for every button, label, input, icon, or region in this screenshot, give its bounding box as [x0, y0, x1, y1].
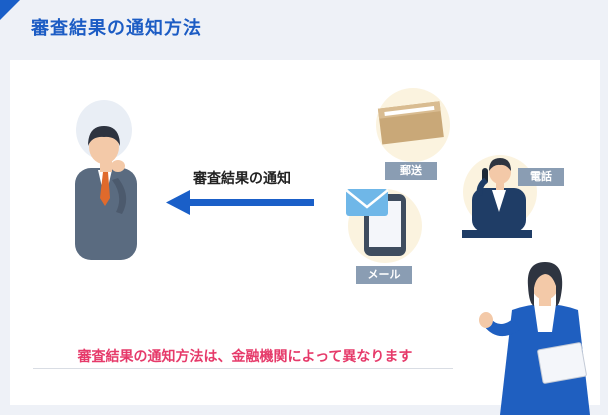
recipient-businessman-icon: [75, 100, 137, 260]
corner-accent: [0, 0, 20, 20]
channel-label-email: メール: [356, 266, 412, 284]
notice-text: 審査結果の通知方法は、金融機関によって異なります: [77, 349, 413, 365]
arrow-label: 審査結果の通知: [193, 171, 291, 187]
channel-label-phone: 電話: [518, 168, 564, 186]
envelope-icon: [376, 88, 450, 162]
smartphone-mail-icon: [345, 189, 422, 263]
notification-arrow-icon: [166, 190, 314, 215]
page-header: 審査結果の通知方法: [0, 0, 608, 60]
page-title: 審査結果の通知方法: [31, 18, 202, 39]
channel-label-post: 郵送: [385, 162, 437, 180]
presenter-woman-icon: [479, 262, 590, 415]
notice-divider: [33, 368, 453, 369]
